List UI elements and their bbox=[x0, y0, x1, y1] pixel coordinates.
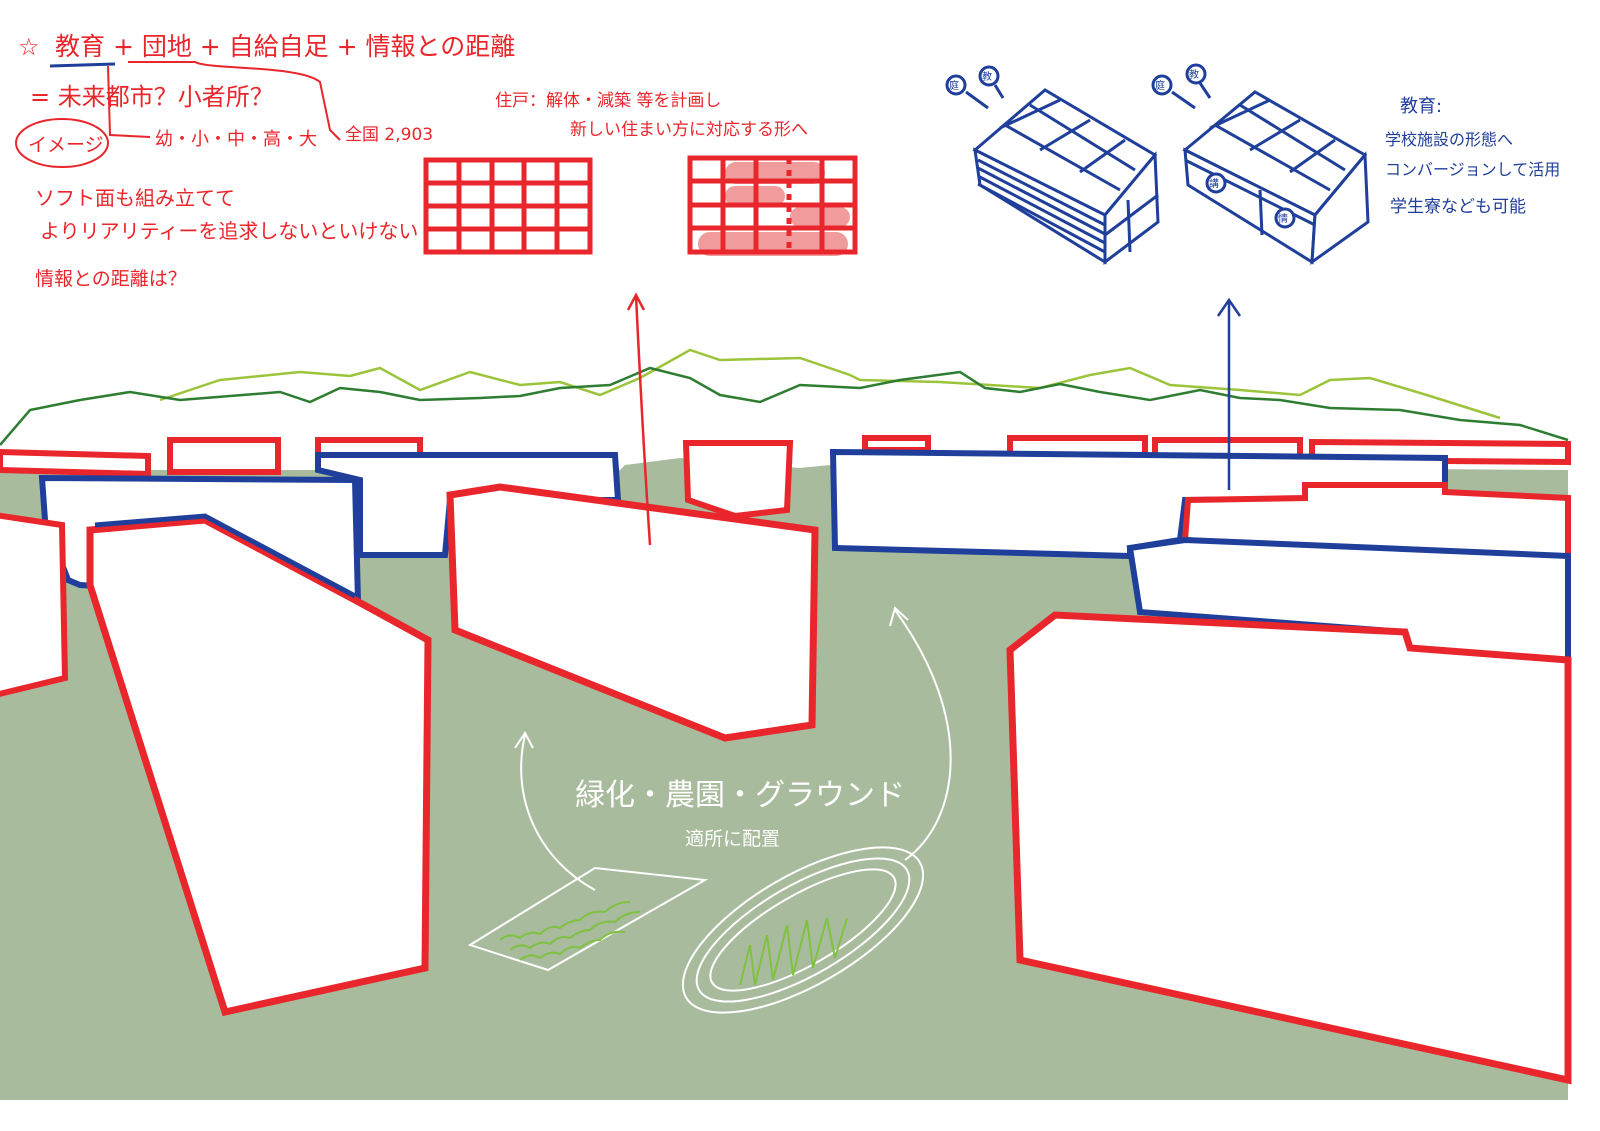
placement-note: 適所に配置 bbox=[685, 828, 780, 850]
athletic-ground-sketch bbox=[681, 846, 925, 1014]
reality-note: よりリアリティーを追求しないといけない bbox=[40, 219, 418, 243]
star-mark: ☆ bbox=[18, 33, 40, 61]
white-arrow-farm bbox=[514, 731, 596, 891]
image-label-circle bbox=[15, 118, 109, 168]
building-left-edge bbox=[0, 512, 69, 697]
building-tag-b: 教 bbox=[982, 70, 992, 83]
greening-note: 緑化・農園・グラウンド bbox=[575, 778, 905, 813]
housing-note-line1: 住戸：解体・減築 等を計画し bbox=[495, 91, 721, 111]
connector-danchi bbox=[128, 61, 341, 141]
education-note-line2: コンバージョンして活用 bbox=[1385, 160, 1560, 179]
hill-line-dark bbox=[0, 366, 1569, 446]
national-count-note: 全国 2,903 bbox=[345, 125, 433, 145]
hill-line-light bbox=[159, 348, 1501, 420]
building-blue-back-left bbox=[315, 452, 622, 558]
building-tag-b-2: 教 bbox=[1189, 68, 1199, 81]
school-levels-note: 幼・小・中・高・大 bbox=[155, 129, 317, 150]
school-building-iso-2 bbox=[1151, 63, 1370, 266]
education-heading: 教育: bbox=[1400, 96, 1442, 117]
school-building-iso-1 bbox=[945, 65, 1160, 266]
image-label: イメージ bbox=[28, 134, 104, 156]
education-note-line3: 学生寮なども可能 bbox=[1390, 197, 1526, 217]
building-tag-d: 情 bbox=[1278, 212, 1288, 225]
housing-note-line2: 新しい住まい方に対応する形へ bbox=[570, 120, 808, 140]
up-arrow-red bbox=[626, 292, 652, 546]
housing-grid-after bbox=[687, 155, 858, 256]
education-underline bbox=[49, 62, 116, 68]
building-tag-a: 庭 bbox=[949, 79, 959, 92]
white-arrow-ground bbox=[889, 606, 952, 861]
far-building-1 bbox=[0, 448, 151, 478]
housing-grid-before bbox=[423, 157, 593, 255]
building-tag-a-2: 庭 bbox=[1155, 79, 1165, 92]
education-note-line1: 学校施設の形態へ bbox=[1385, 130, 1513, 149]
future-city-note: = 未来都市？小者所？ bbox=[30, 83, 274, 111]
building-blue-right bbox=[829, 448, 1448, 560]
soft-side-note: ソフト面も組み立てて bbox=[35, 186, 235, 210]
far-building-4 bbox=[862, 435, 931, 453]
up-arrow-blue bbox=[1216, 297, 1242, 490]
title-note: 教育 + 団地 + 自給自足 + 情報との距離 bbox=[55, 32, 515, 61]
info-distance-question: 情報との距離は？ bbox=[35, 268, 187, 290]
building-center bbox=[446, 483, 819, 742]
building-left-large bbox=[86, 516, 432, 1017]
building-tag-c: 講 bbox=[1209, 177, 1219, 190]
building-small-center bbox=[682, 440, 794, 520]
building-right-large bbox=[1006, 611, 1572, 1085]
farm-field-sketch bbox=[467, 866, 709, 972]
far-building-2 bbox=[167, 437, 281, 475]
connector-education bbox=[107, 65, 151, 138]
building-left-large-blue-edge bbox=[94, 513, 357, 599]
